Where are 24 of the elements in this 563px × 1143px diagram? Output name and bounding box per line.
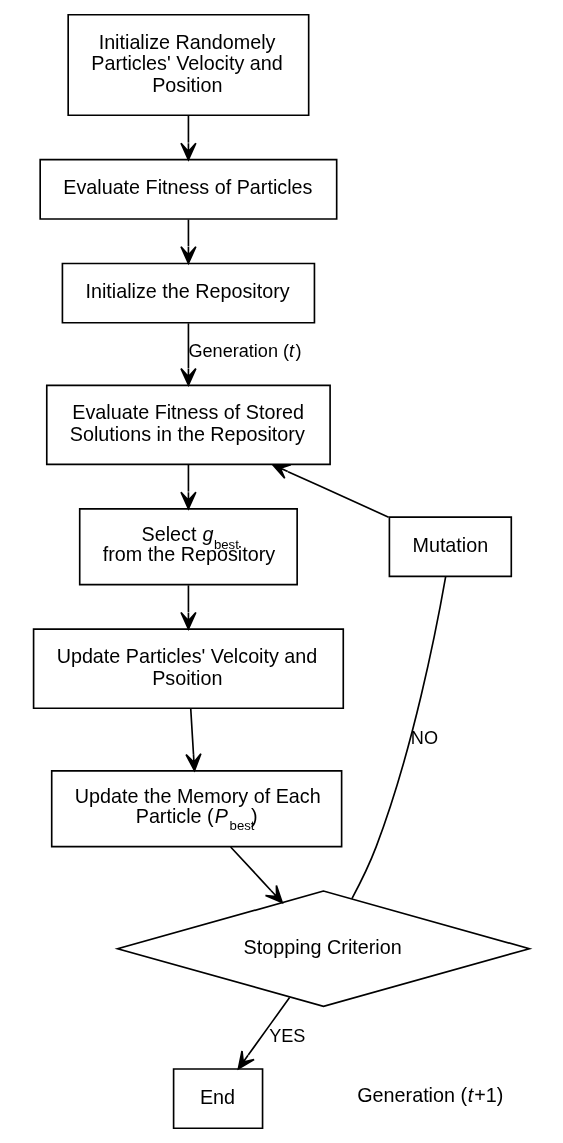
arrow xyxy=(271,463,390,518)
node-box: Update Particles' Velcoity and Psoition xyxy=(32,628,345,710)
node-box: Select g$_{best}$ from the Repository xyxy=(78,508,298,586)
arrow xyxy=(180,584,197,630)
arrow xyxy=(229,846,283,904)
arrow xyxy=(180,115,197,161)
label: Generation (t+1) xyxy=(357,1084,504,1107)
node-diamond: Stopping Criterion xyxy=(114,890,533,1008)
edge-label: NO xyxy=(410,728,438,749)
arrow xyxy=(180,322,197,386)
node-box: Mutation xyxy=(388,516,513,578)
node-box: Update the Memory of Each Particle (P$_{best}$) xyxy=(50,770,343,848)
arrow xyxy=(237,996,291,1070)
arrow xyxy=(180,463,197,510)
arrow xyxy=(180,218,197,265)
connector xyxy=(351,575,447,900)
node-box: Evaluate Fitness of Stored Solutions in the Repository xyxy=(45,384,331,466)
edge-label: Generation (t) xyxy=(188,341,302,362)
node-box: End xyxy=(172,1068,264,1130)
edge-label: YES xyxy=(269,1026,306,1047)
node-box: Initialize the Repository xyxy=(61,262,316,324)
arrow xyxy=(185,707,202,772)
node-box: Initialize Randomely Particles' Velocity and Position xyxy=(67,13,310,117)
node-box: Evaluate Fitness of Particles xyxy=(39,158,338,220)
